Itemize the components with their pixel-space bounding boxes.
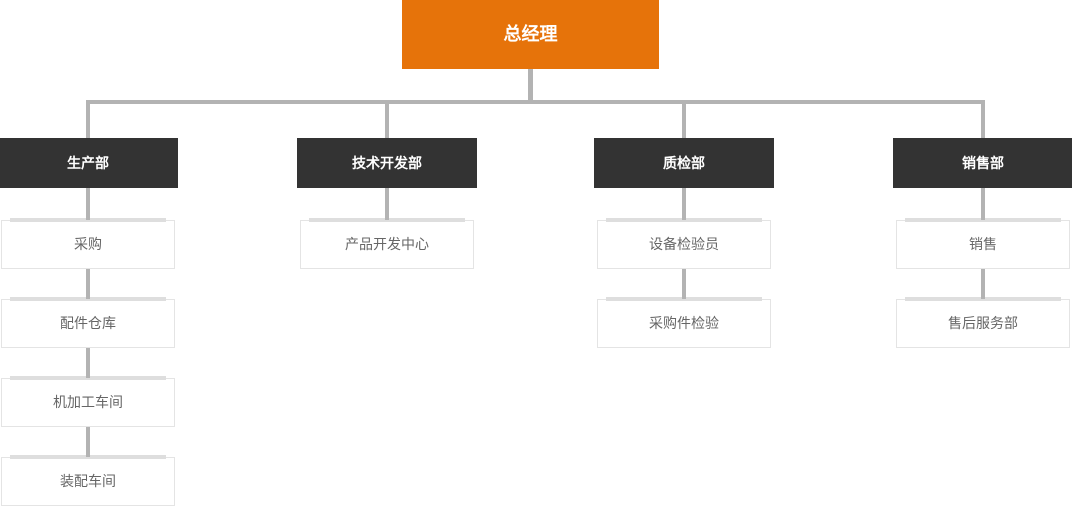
connector-col-stub: [981, 104, 985, 138]
org-node-label: 采购件检验: [649, 315, 719, 331]
org-node-parts-warehouse[interactable]: 配件仓库: [1, 297, 175, 348]
connector-col-stub: [682, 104, 686, 138]
org-node-label: 销售: [969, 236, 997, 252]
org-node-sales-dept[interactable]: 销售部: [893, 138, 1072, 188]
org-node-label: 质检部: [663, 155, 705, 171]
org-node-sales[interactable]: 销售: [896, 218, 1070, 269]
org-node-production-dept[interactable]: 生产部: [0, 138, 178, 188]
connector-child-stub: [86, 188, 90, 220]
org-node-label: 售后服务部: [948, 315, 1018, 331]
org-node-tech-development-dept[interactable]: 技术开发部: [297, 138, 477, 188]
org-node-label: 机加工车间: [53, 394, 123, 410]
org-node-label: 配件仓库: [60, 315, 116, 331]
org-node-label: 总经理: [503, 24, 558, 44]
connector-col-stub: [86, 104, 90, 138]
org-node-quality-inspection-dept[interactable]: 质检部: [594, 138, 774, 188]
org-node-label: 生产部: [67, 155, 109, 171]
connector-col-stub: [385, 104, 389, 138]
org-node-label: 设备检验员: [649, 236, 719, 252]
org-node-label: 销售部: [962, 155, 1004, 171]
org-node-label: 装配车间: [60, 473, 116, 489]
connector-horizontal: [86, 100, 985, 104]
org-node-purchased-parts-inspection[interactable]: 采购件检验: [597, 297, 771, 348]
org-column-tech-development: 技术开发部 产品开发中心: [297, 0, 477, 507]
org-node-purchasing[interactable]: 采购: [1, 218, 175, 269]
org-node-assembly-workshop[interactable]: 装配车间: [1, 455, 175, 506]
connector-child-stub: [682, 269, 686, 299]
org-node-machining-workshop[interactable]: 机加工车间: [1, 376, 175, 427]
org-node-after-sales-service[interactable]: 售后服务部: [896, 297, 1070, 348]
connector-child-stub: [385, 188, 389, 220]
connector-child-stub: [86, 348, 90, 378]
org-node-product-dev-center[interactable]: 产品开发中心: [300, 218, 474, 269]
org-column-quality-inspection: 质检部 设备检验员 采购件检验: [594, 0, 774, 507]
connector-child-stub: [682, 188, 686, 220]
connector-child-stub: [981, 188, 985, 220]
org-column-sales: 销售部 销售 售后服务部: [893, 0, 1072, 507]
connector-child-stub: [86, 427, 90, 457]
org-column-production: 生产部 采购 配件仓库 机加工车间 装配车间: [0, 0, 178, 507]
org-node-label: 技术开发部: [352, 155, 422, 171]
connector-child-stub: [981, 269, 985, 299]
org-node-label: 采购: [74, 236, 102, 252]
org-node-equipment-inspector[interactable]: 设备检验员: [597, 218, 771, 269]
connector-child-stub: [86, 269, 90, 299]
org-node-general-manager[interactable]: 总经理: [402, 0, 659, 69]
connector-root-stub: [528, 69, 533, 100]
org-node-label: 产品开发中心: [345, 236, 429, 252]
